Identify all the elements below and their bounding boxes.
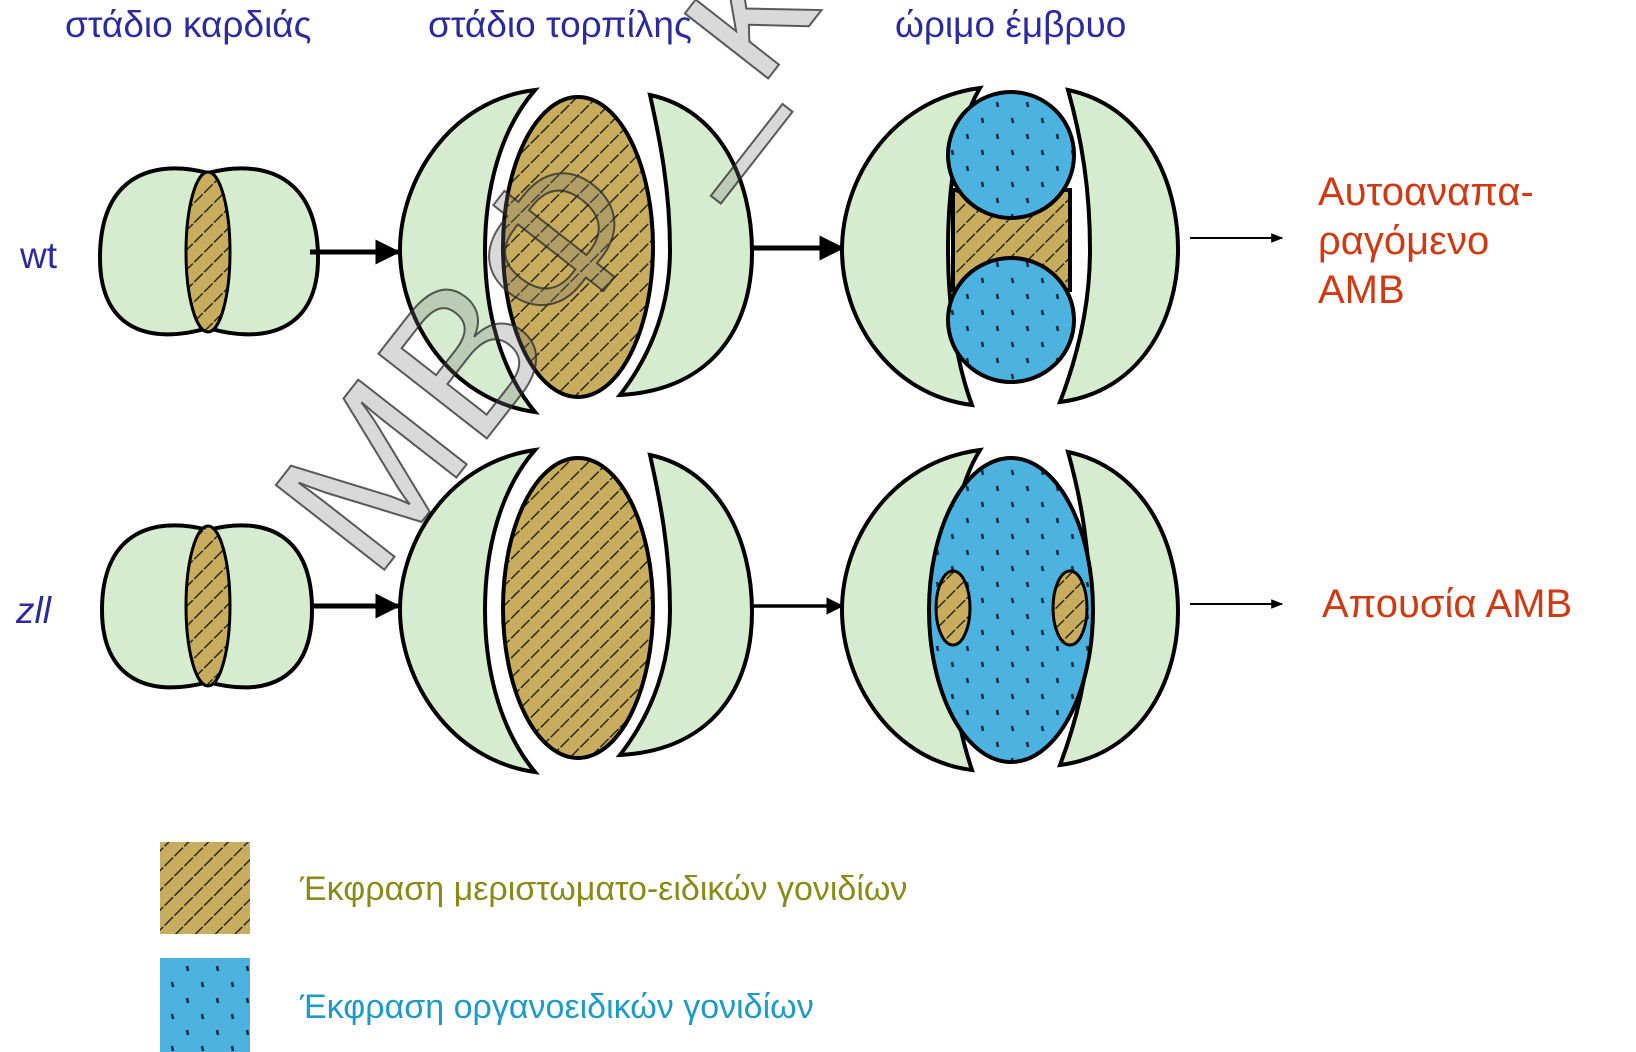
legend-meristem-swatch (160, 842, 250, 934)
wt-mature-embryo (842, 88, 1178, 405)
legend-organ-label: Έκφραση οργανοειδικών γονιδίων (300, 988, 814, 1027)
zll-heart-embryo (102, 525, 312, 687)
stage-label-mature: ώριμο έμβρυο (895, 4, 1126, 46)
stage-label-torpedo: στάδιο τορπίλης (428, 4, 692, 46)
wt-outcome-line-2: ραγόμενο (1318, 217, 1489, 266)
zll-mature-embryo (842, 450, 1178, 770)
legend-meristem-label: Έκφραση μεριστωματο-ειδικών γονιδίων (300, 870, 907, 909)
zll-torpedo-embryo (400, 450, 752, 772)
row-label-zll: zll (16, 590, 51, 632)
wt-outcome-line-1: Αυτοαναπα- (1318, 168, 1534, 217)
wt-heart-embryo (100, 168, 318, 334)
zll-outcome: Απουσία ΑΜΒ (1322, 580, 1572, 629)
stage-label-heart: στάδιο καρδιάς (65, 4, 312, 46)
wt-torpedo-embryo (400, 90, 752, 412)
legend-organ-swatch (160, 958, 250, 1052)
row-label-wt: wt (20, 235, 57, 277)
wt-outcome-line-3: ΑΜΒ (1318, 266, 1405, 315)
